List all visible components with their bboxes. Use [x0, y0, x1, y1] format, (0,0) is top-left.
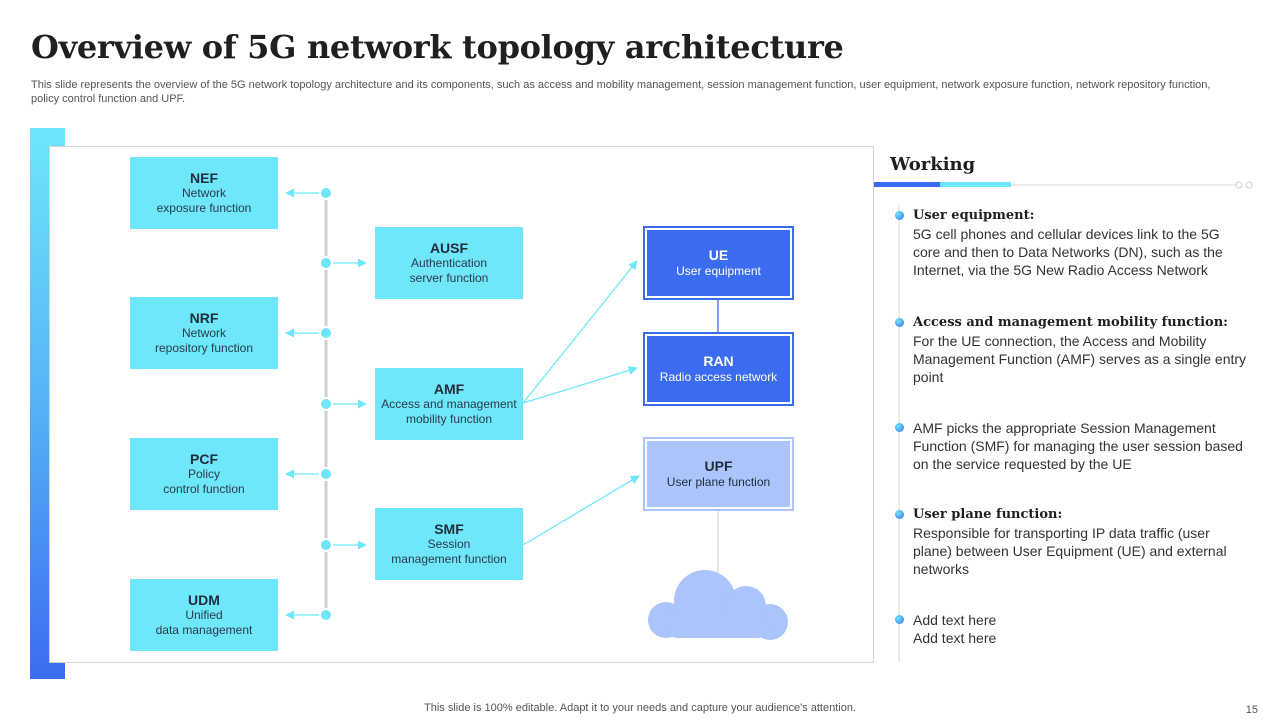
- node-desc: data management: [155, 623, 253, 637]
- node-ue: UE User equipment: [643, 226, 794, 300]
- node-desc: Network: [181, 326, 226, 340]
- node-udm: UDM Unified data management: [130, 579, 281, 651]
- working-item-body: AMF picks the appropriate Session Manage…: [913, 420, 1243, 472]
- node-abbr: UE: [708, 247, 729, 263]
- node-desc: Network: [181, 186, 226, 200]
- slide-title: Overview of 5G network topology architec…: [31, 28, 844, 66]
- connector-smf-upf: [522, 475, 640, 546]
- working-item-body: Responsible for transporting IP data tra…: [913, 525, 1227, 577]
- node-amf: AMF Access and management mobility funct…: [372, 368, 523, 440]
- working-item-body: Add text here: [913, 612, 997, 628]
- node-desc: Policy: [187, 467, 220, 481]
- working-item-head: User equipment:: [913, 208, 1035, 223]
- node-abbr: AMF: [433, 381, 465, 397]
- bullet-icon: [895, 510, 904, 519]
- slide-footer: This slide is 100% editable. Adapt it to…: [424, 702, 856, 714]
- node-abbr: NRF: [189, 310, 219, 326]
- page-number: 15: [1245, 704, 1258, 716]
- working-item-head: Access and management mobility function:: [913, 315, 1228, 330]
- working-item-body: Add text here: [913, 630, 997, 646]
- spine-node: [319, 467, 333, 481]
- working-item-1: User equipment: 5G cell phones and cellu…: [913, 207, 1248, 279]
- working-item-head: User plane function:: [913, 507, 1063, 522]
- node-abbr: UDM: [188, 592, 220, 608]
- working-title: Working: [890, 154, 976, 175]
- node-abbr: RAN: [703, 353, 734, 369]
- node-upf: UPF User plane function: [643, 437, 794, 511]
- node-abbr: UPF: [704, 458, 733, 474]
- node-desc: exposure function: [156, 201, 252, 215]
- node-abbr: PCF: [190, 451, 218, 467]
- working-item-5: Add text here Add text here: [913, 611, 1248, 647]
- node-desc: repository function: [154, 341, 254, 355]
- node-desc: Authentication: [410, 256, 488, 270]
- node-smf: SMF Session management function: [372, 508, 523, 580]
- node-desc: mobility function: [405, 412, 493, 426]
- node-desc: Radio access network: [659, 370, 778, 384]
- spine-node: [319, 608, 333, 622]
- node-desc: management function: [391, 552, 507, 566]
- spine-node: [319, 256, 333, 270]
- spine-node: [319, 186, 333, 200]
- node-ran: RAN Radio access network: [643, 332, 794, 406]
- node-pcf: PCF Policy control function: [130, 438, 281, 510]
- node-abbr: NEF: [190, 170, 218, 186]
- working-item-body: 5G cell phones and cellular devices link…: [913, 226, 1223, 278]
- node-desc: Unified: [185, 608, 223, 622]
- node-desc: server function: [409, 271, 489, 285]
- node-ausf: AUSF Authentication server function: [372, 227, 523, 299]
- node-desc: control function: [163, 482, 245, 496]
- working-item-body: For the UE connection, the Access and Mo…: [913, 333, 1247, 385]
- bullet-icon: [895, 318, 904, 327]
- node-nef: NEF Network exposure function: [130, 157, 281, 229]
- working-item-3: AMF picks the appropriate Session Manage…: [913, 419, 1248, 473]
- cloud-icon: [648, 570, 788, 640]
- working-item-4: User plane function: Responsible for tra…: [913, 506, 1248, 578]
- node-abbr: AUSF: [429, 240, 469, 256]
- bullet-icon: [895, 615, 904, 624]
- node-desc: Session: [427, 537, 471, 551]
- bullet-icon: [895, 211, 904, 220]
- node-desc: User plane function: [666, 475, 771, 489]
- spine-node: [319, 397, 333, 411]
- connector-amf-ue: [522, 260, 638, 404]
- slide-subtitle: This slide represents the overview of th…: [31, 79, 1211, 105]
- node-desc: Access and management: [381, 397, 517, 411]
- connector-amf-ran: [522, 366, 638, 404]
- node-desc: User equipment: [676, 264, 761, 278]
- node-nrf: NRF Network repository function: [130, 297, 281, 369]
- spine-node: [319, 538, 333, 552]
- bullet-icon: [895, 423, 904, 432]
- working-item-2: Access and management mobility function:…: [913, 314, 1248, 386]
- node-abbr: SMF: [434, 521, 464, 537]
- spine-node: [319, 326, 333, 340]
